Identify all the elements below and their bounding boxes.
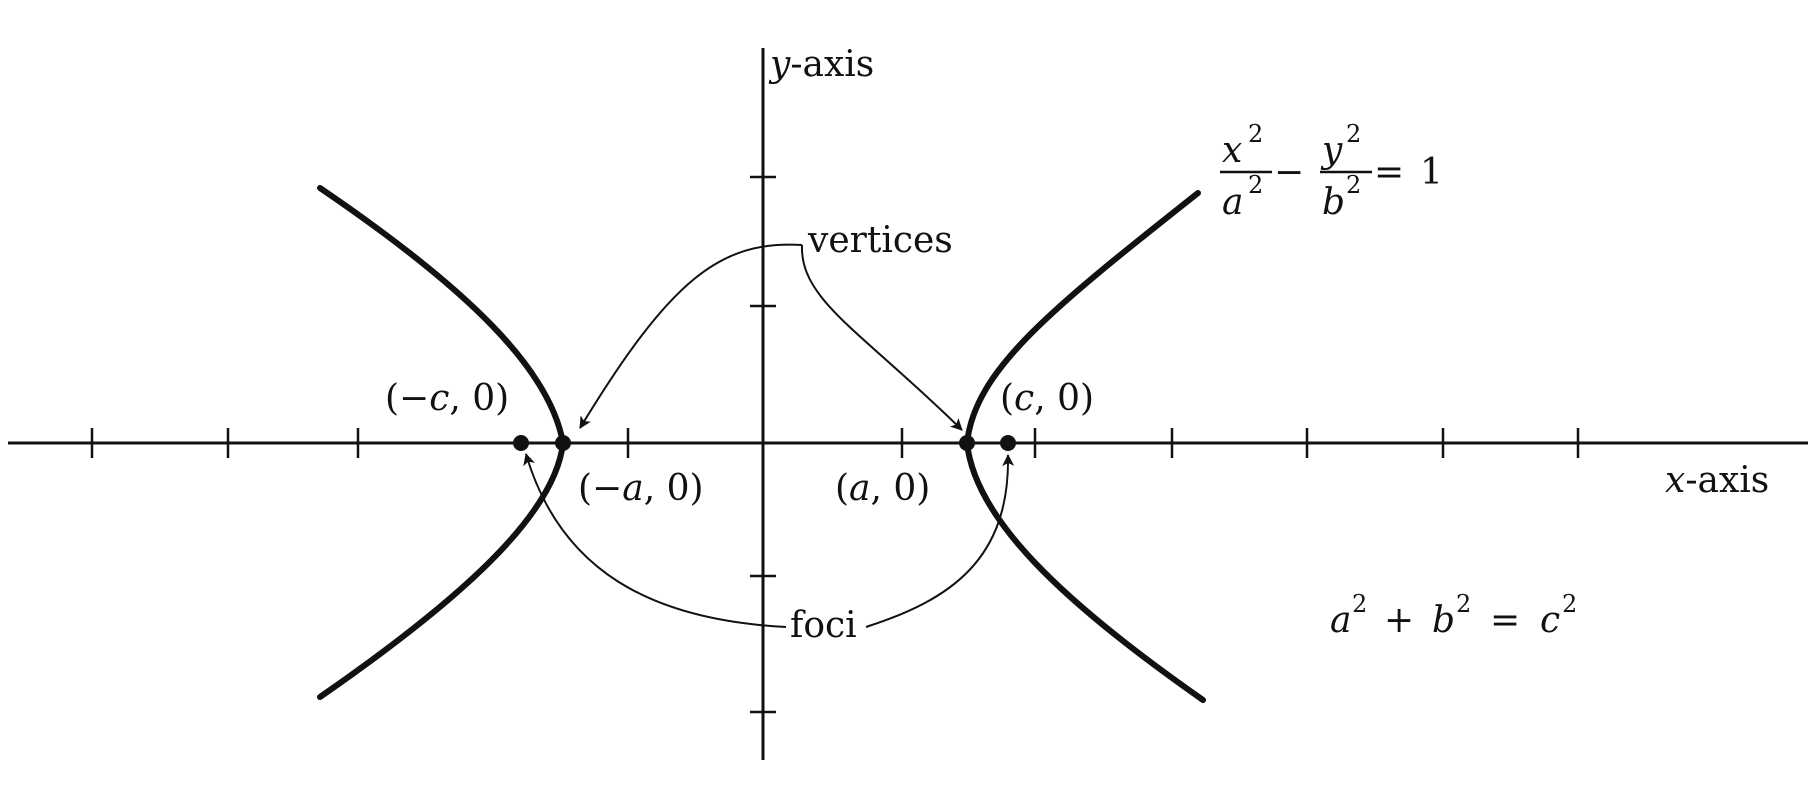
equation-denominator-a: a [1222, 182, 1243, 223]
vertices-arrow-right [800, 244, 963, 431]
relation-c: c [1540, 600, 1560, 641]
equation-exponent: 2 [1248, 171, 1263, 199]
pythagorean-relation: a 2 + b 2 = c 2 [1330, 590, 1577, 641]
pos-c-point-label: (c, 0) [1000, 378, 1094, 419]
y-axis-ticks [750, 175, 776, 714]
y-axis-label: y-axis [768, 44, 874, 85]
relation-a: a [1330, 600, 1351, 641]
equation-minus: − [1274, 152, 1304, 193]
vertex-right-dot [959, 435, 975, 451]
relation-exponent: 2 [1562, 590, 1577, 618]
focus-right-dot [1000, 435, 1016, 451]
x-axis-label: x-axis [1665, 460, 1769, 501]
foci-arrow-left [523, 453, 787, 628]
neg-a-point-label: (−a, 0) [578, 468, 704, 509]
pos-a-point-label: (a, 0) [835, 468, 930, 509]
relation-equals: = [1490, 600, 1520, 641]
equation-denominator-b: b [1322, 182, 1345, 223]
relation-exponent: 2 [1456, 590, 1471, 618]
vertex-left-dot [555, 435, 571, 451]
relation-plus: + [1384, 600, 1414, 641]
neg-c-point-label: (−c, 0) [385, 378, 509, 419]
vertices-label: vertices [807, 220, 953, 261]
equation-rhs: 1 [1420, 152, 1443, 193]
hyperbola-equation: x 2 a 2 − y 2 b 2 = 1 [1220, 120, 1443, 223]
foci-arrow-right [865, 454, 1015, 628]
vertices-arrow-left [579, 243, 803, 429]
equation-numerator-x: x [1222, 130, 1242, 171]
foci-label: foci [790, 605, 857, 646]
focus-left-dot [513, 435, 529, 451]
relation-exponent: 2 [1352, 590, 1367, 618]
x-axis-ticks [90, 428, 1580, 458]
equation-exponent: 2 [1346, 171, 1361, 199]
equation-exponent: 2 [1248, 120, 1263, 148]
equation-exponent: 2 [1346, 120, 1361, 148]
relation-b: b [1432, 600, 1455, 641]
equation-equals: = [1374, 152, 1404, 193]
equation-numerator-y: y [1320, 130, 1343, 171]
